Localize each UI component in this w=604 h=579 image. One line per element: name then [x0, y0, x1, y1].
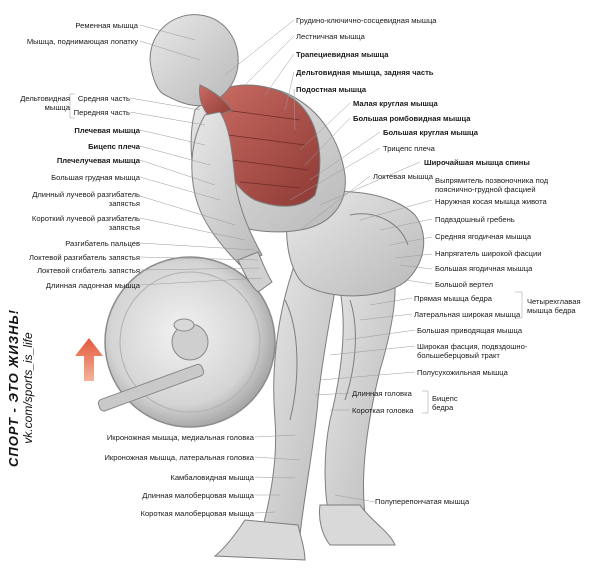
label-lateral-shirokaya: Латеральная широкая мышца — [414, 310, 521, 319]
label-ikro-lat: Икроножная мышца, латеральная головка — [104, 453, 254, 462]
label-podostnaya: Подостная мышца — [296, 85, 367, 94]
label-triceps: Трицепс плеча — [383, 144, 435, 153]
label-bolshaya-kruglaya: Большая круглая мышца — [383, 128, 479, 137]
label-grudnaya: Большая грудная мышца — [51, 173, 140, 182]
label-fasciya: Широкая фасция, подвздошно-большеберцовы… — [417, 342, 528, 360]
label-razgib-paltsev: Разгибатель пальцев — [65, 239, 140, 248]
label-shirochayshaya: Широчайшая мышца спины — [424, 158, 530, 167]
label-loktevoy-razgib: Локтевой разгибатель запястья — [29, 253, 140, 262]
label-naruzh-kosaya: Наружная косая мышца живота — [435, 197, 547, 206]
label-ladonnaya: Длинная ладонная мышца — [45, 281, 140, 290]
label-plecheluchevaya: Плечелучевая мышца — [56, 156, 140, 165]
up-arrow-icon — [75, 338, 103, 381]
label-quad-group: Четырехглавая мышца бедра — [527, 297, 581, 315]
label-vypryamitel: Выпрямитель позвоночника под пояснично-г… — [435, 176, 549, 194]
label-pryamaya: Прямая мышца бедра — [414, 294, 493, 303]
label-dlinny-luchevoy: Длинный лучевой разгибатель запястья — [32, 190, 140, 208]
label-perednyaya: Передняя часть — [73, 108, 130, 117]
label-deltoid: Дельтовидная мышца — [20, 94, 70, 112]
label-ikro-med: Икроножная мышца, медиальная головка — [106, 433, 254, 442]
brand-slogan: СПОРТ - ЭТО ЖИЗНЬ! — [6, 308, 21, 468]
label-vertel: Большой вертел — [435, 280, 494, 289]
label-korotkaya-malober: Короткая малоберцовая мышца — [140, 509, 254, 518]
label-loktevaya: Локтевая мышца — [373, 172, 433, 181]
label-remennaya: Ременная мышца — [75, 21, 138, 30]
label-bolshaya-yagod: Большая ягодичная мышца — [435, 264, 533, 273]
label-dlinnaya-golovka: Длинная головка — [352, 389, 412, 398]
label-podvzdoshny: Подвздошный гребень — [435, 215, 515, 224]
label-trapeciya: Трапециевидная мышца — [296, 50, 389, 59]
legs — [213, 249, 396, 561]
label-napryagatel: Напрягатель широкой фасции — [435, 249, 542, 258]
label-biceps-bedra: Бицепс бедра — [432, 394, 458, 412]
label-podnim-lopatku: Мышца, поднимающая лопатку — [26, 37, 138, 46]
label-kambalo: Камбаловидная мышца — [170, 473, 254, 482]
label-srednyaya-yagod: Средняя ягодичная мышца — [435, 232, 532, 241]
label-grudino: Грудино-ключично-сосцевидная мышца — [296, 16, 437, 25]
brand-link: vk.com/sports_is_life — [21, 332, 35, 444]
label-dlinnaya-malober: Длинная малоберцовая мышца — [142, 491, 254, 500]
label-malaya-kruglaya: Малая круглая мышца — [353, 99, 438, 108]
label-privodyaschaya: Большая приводящая мышца — [417, 326, 523, 335]
label-srednyaya: Средняя часть — [77, 94, 130, 103]
label-korotky-luchevoy: Короткий лучевой разгибатель запястья — [31, 214, 140, 232]
head — [149, 14, 239, 119]
label-biceps: Бицепс плеча — [88, 142, 140, 151]
label-plechevaya: Плечевая мышца — [74, 126, 140, 135]
label-polusuhozh: Полусухожильная мышца — [417, 368, 508, 377]
label-romboid: Большая ромбовидная мышца — [353, 114, 471, 123]
label-loktevoy-sgib: Локтевой сгибатель запястья — [37, 266, 140, 275]
leader-lines — [69, 19, 523, 514]
label-poluperep: Полуперепончатая мышца — [375, 497, 470, 506]
barbell-plate — [97, 256, 276, 428]
label-korotkaya-golovka: Короткая головка — [352, 406, 414, 415]
brand-watermark: СПОРТ - ЭТО ЖИЗНЬ! vk.com/sports_is_life — [6, 303, 35, 473]
label-lestnichnaya: Лестничная мышца — [296, 32, 365, 41]
label-delt-zad: Дельтовидная мышца, задняя часть — [296, 68, 434, 77]
